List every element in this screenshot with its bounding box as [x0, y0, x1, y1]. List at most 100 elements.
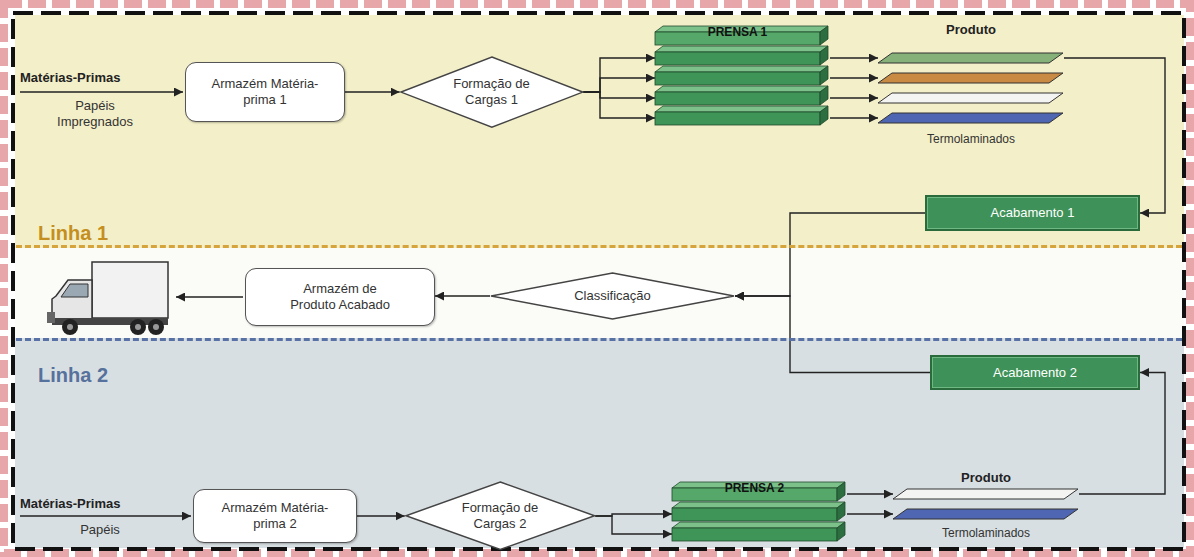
node-label: Formação de Cargas 1 — [448, 76, 534, 107]
warehouse-box: Armazém Matéria-prima 2 — [193, 489, 357, 543]
flow-arrow — [847, 513, 893, 514]
laminate-sheet — [893, 509, 1078, 519]
flow-arrow — [847, 493, 893, 494]
press-plate — [655, 86, 828, 105]
line-band: Linha 1 Armazém Matéria-prima 1 Formação d… — [16, 16, 1182, 248]
process-box: Acabamento 1 — [925, 195, 1140, 231]
flow-arrow — [830, 57, 878, 58]
plate-front — [672, 528, 837, 541]
outer-frame — [4, 4, 1190, 553]
plate-side — [837, 502, 845, 521]
laminate-sheet — [878, 93, 1063, 103]
label-slot: Papéis — [60, 522, 140, 538]
decision-diamond: Formação de Cargas 2 — [405, 481, 596, 551]
plate-front — [655, 112, 820, 125]
laminate-sheet — [878, 113, 1063, 123]
flow-arrow — [830, 97, 878, 98]
plate-top — [655, 66, 828, 72]
press-plate — [655, 66, 828, 85]
node-label: Armazém Matéria-prima 2 — [215, 500, 335, 531]
plate-top — [672, 522, 845, 528]
band-title: Linha 2 — [38, 363, 108, 387]
plate-side — [820, 26, 828, 45]
band-ground — [15, 15, 1184, 248]
process-box: Acabamento 2 — [930, 355, 1140, 390]
input-note: Papéis — [60, 522, 140, 538]
flow-arrow — [583, 92, 655, 98]
line-band: Linha 2 Acabamento 2 Armazém Matéria-prima… — [16, 338, 1182, 548]
node-label: Acabamento 1 — [991, 205, 1075, 221]
band-ground — [15, 338, 1184, 548]
plate-top — [672, 502, 845, 508]
flow-arrow — [583, 58, 655, 92]
flow-arrow — [1079, 373, 1165, 495]
plate-side — [837, 522, 845, 541]
flow-arrow — [595, 516, 672, 534]
input-note: Papéis Impregnados — [50, 98, 140, 129]
truck-wheel — [148, 319, 164, 335]
node-label: Classificação — [574, 288, 651, 304]
input-label: Matérias-Primas — [20, 70, 120, 86]
laminate-sheet — [893, 489, 1078, 499]
truck-hub — [153, 324, 159, 330]
press-plate — [655, 46, 828, 65]
plate-front — [655, 52, 820, 65]
truck-cab — [52, 280, 92, 322]
press-plate — [672, 482, 845, 501]
truck-hub — [135, 324, 141, 330]
node-label: Formação de Cargas 2 — [457, 500, 543, 531]
flow-arrow — [830, 117, 878, 118]
plate-top — [655, 86, 828, 92]
node-label: Armazém de Produto Acabado — [283, 281, 398, 312]
plate-side — [820, 66, 828, 85]
diamond-shape — [406, 482, 595, 550]
label-slot: Matérias-Primas — [20, 70, 120, 86]
truck-hub — [67, 324, 73, 330]
node-label: PRENSA 2 — [672, 481, 837, 495]
product-art — [878, 22, 1064, 146]
truck-body — [92, 262, 168, 318]
truck-window — [61, 284, 88, 297]
laminate-sheet — [878, 53, 1063, 63]
flow-arrow — [345, 91, 400, 92]
output-arrow — [176, 296, 243, 297]
plate-side — [837, 482, 845, 501]
product-sheets: ProdutoTermolaminados — [878, 22, 1064, 146]
plate-top — [655, 106, 828, 112]
truck-bumper — [47, 312, 55, 323]
input-arrow — [20, 91, 183, 92]
flow-arrow — [435, 295, 490, 296]
input-label: Matérias-Primas — [20, 496, 120, 512]
press-plate — [672, 522, 845, 541]
node-label: Acabamento 2 — [993, 365, 1077, 381]
press-plate — [655, 26, 828, 45]
band-ground — [15, 248, 1184, 338]
warehouse-box: Armazém Matéria-prima 1 — [185, 62, 345, 122]
node-label: PRENSA 1 — [655, 25, 820, 39]
laminate-sheet — [878, 73, 1063, 83]
plate-top — [655, 46, 828, 52]
node-label: Armazém Matéria-prima 1 — [205, 76, 325, 107]
inner-frame — [13, 13, 1184, 549]
product-sheets: ProdutoTermolaminados — [893, 470, 1079, 540]
band-title: Linha 1 — [38, 221, 108, 245]
decision-diamond: Formação de Cargas 1 — [400, 56, 584, 128]
diamond-shape — [401, 57, 583, 127]
warehouse-box: Armazém de Produto Acabado — [245, 268, 435, 326]
plate-front — [655, 92, 820, 105]
input-arrow — [20, 515, 191, 516]
press-stack: PRENSA 1 — [655, 22, 830, 128]
plate-front — [672, 508, 837, 521]
truck-icon — [47, 262, 168, 335]
flow-arrow — [357, 515, 405, 516]
press-plate — [672, 502, 845, 521]
flow-arrow — [735, 213, 925, 296]
diamond-shape — [491, 273, 734, 319]
press-plate — [655, 106, 828, 125]
flow-arrow — [1064, 58, 1165, 213]
plate-side — [820, 106, 828, 125]
node-caption: Termolaminados — [927, 132, 1015, 146]
